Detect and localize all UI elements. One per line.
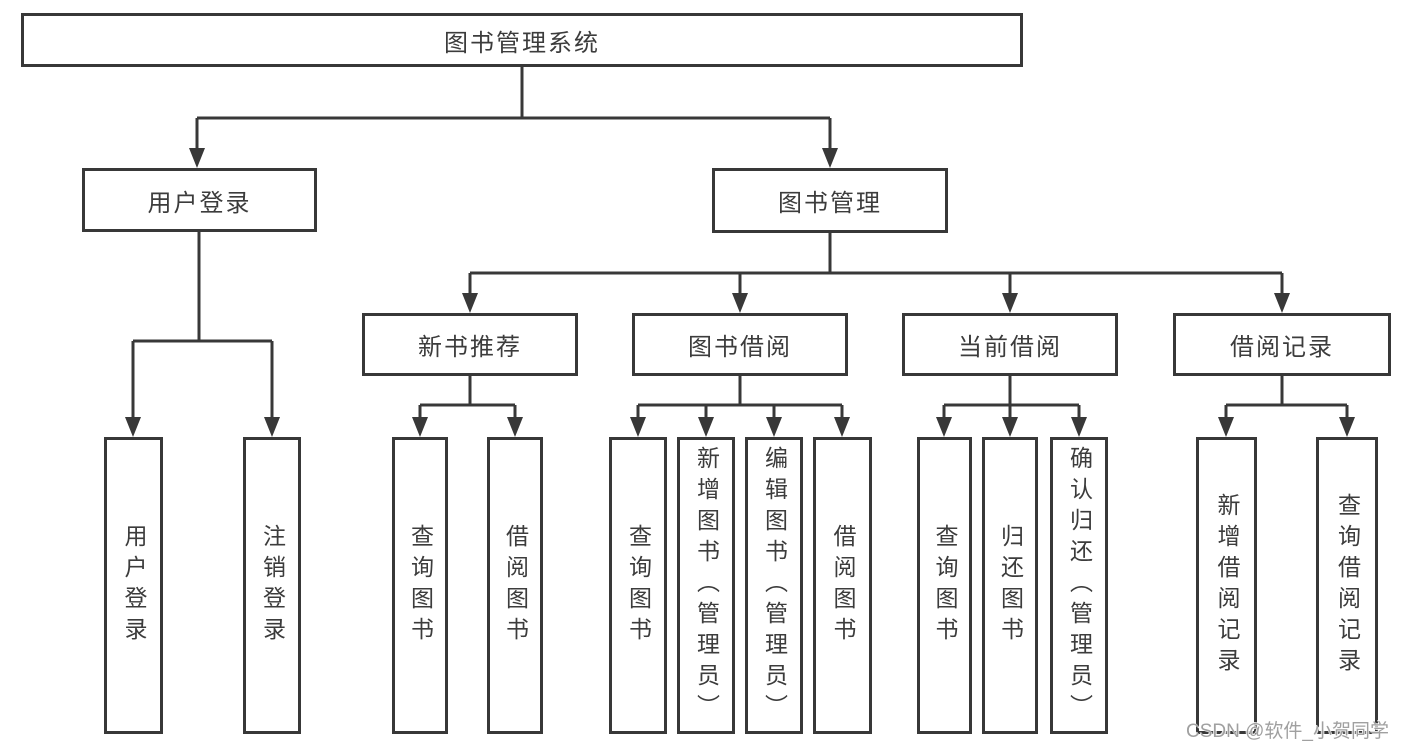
node-root-library-management-system: 图书管理系统	[21, 13, 1023, 67]
node-label: 查询图书	[625, 523, 652, 648]
node-leaf-logout-action: 注销登录	[243, 437, 301, 734]
node-leaf-add-borrow-record: 新增借阅记录	[1196, 437, 1257, 734]
node-label: 当前借阅	[958, 334, 1062, 361]
node-label: 图书管理系统	[444, 29, 600, 57]
node-leaf-user-login-action: 用户登录	[104, 437, 163, 734]
connector-current-borrowing-to-leaves	[936, 376, 1087, 437]
node-label: 注销登录	[259, 523, 286, 648]
node-label: 归还图书	[997, 523, 1024, 648]
node-label: 借阅记录	[1230, 334, 1334, 361]
connector-new-book-recommend-to-leaves	[412, 376, 523, 437]
connector-book-management-to-level3	[462, 233, 1290, 313]
node-leaf-confirm-return-admin: 确认归还（管理员）	[1050, 437, 1108, 734]
node-label: 新增借阅记录	[1214, 492, 1240, 679]
node-label: 确认归还（管理员）	[1066, 446, 1093, 725]
node-label: 图书管理	[778, 190, 882, 217]
csdn-watermark: CSDN @软件_小贺同学	[1186, 721, 1389, 742]
node-leaf-return-books: 归还图书	[982, 437, 1038, 734]
node-leaf-edit-books-admin: 编辑图书（管理员）	[745, 437, 803, 734]
connector-book-borrowing-to-leaves	[630, 376, 850, 437]
node-label: 借阅图书	[502, 523, 529, 648]
node-new-book-recommend: 新书推荐	[362, 313, 578, 376]
node-leaf-borrow-query-books: 查询图书	[609, 437, 667, 734]
node-current-borrowing: 当前借阅	[902, 313, 1118, 376]
node-leaf-query-borrow-record: 查询借阅记录	[1316, 437, 1378, 734]
node-borrowing-records: 借阅记录	[1173, 313, 1391, 376]
node-leaf-borrow-books: 借阅图书	[813, 437, 872, 734]
node-label: 用户登录	[121, 523, 147, 648]
node-book-borrowing: 图书借阅	[632, 313, 848, 376]
node-label: 图书借阅	[688, 334, 792, 361]
node-label: 查询借阅记录	[1334, 492, 1361, 679]
node-leaf-current-query-books: 查询图书	[917, 437, 972, 734]
node-label: 用户登录	[147, 189, 252, 217]
node-leaf-recommend-borrow-books: 借阅图书	[487, 437, 543, 734]
connector-root-to-level2	[189, 67, 838, 168]
node-leaf-recommend-query-books: 查询图书	[392, 437, 448, 734]
connector-user-login-to-leaves	[125, 232, 280, 437]
node-leaf-add-books-admin: 新增图书（管理员）	[677, 437, 735, 734]
node-label: 编辑图书（管理员）	[761, 446, 788, 725]
node-label: 借阅图书	[830, 523, 856, 648]
node-label: 查询图书	[932, 523, 958, 648]
node-label: 查询图书	[407, 523, 434, 648]
node-label: 新增图书（管理员）	[693, 446, 720, 725]
node-user-login: 用户登录	[82, 168, 317, 232]
node-book-management: 图书管理	[712, 168, 948, 233]
connector-borrowing-records-to-leaves	[1218, 376, 1355, 437]
node-label: 新书推荐	[418, 334, 522, 361]
